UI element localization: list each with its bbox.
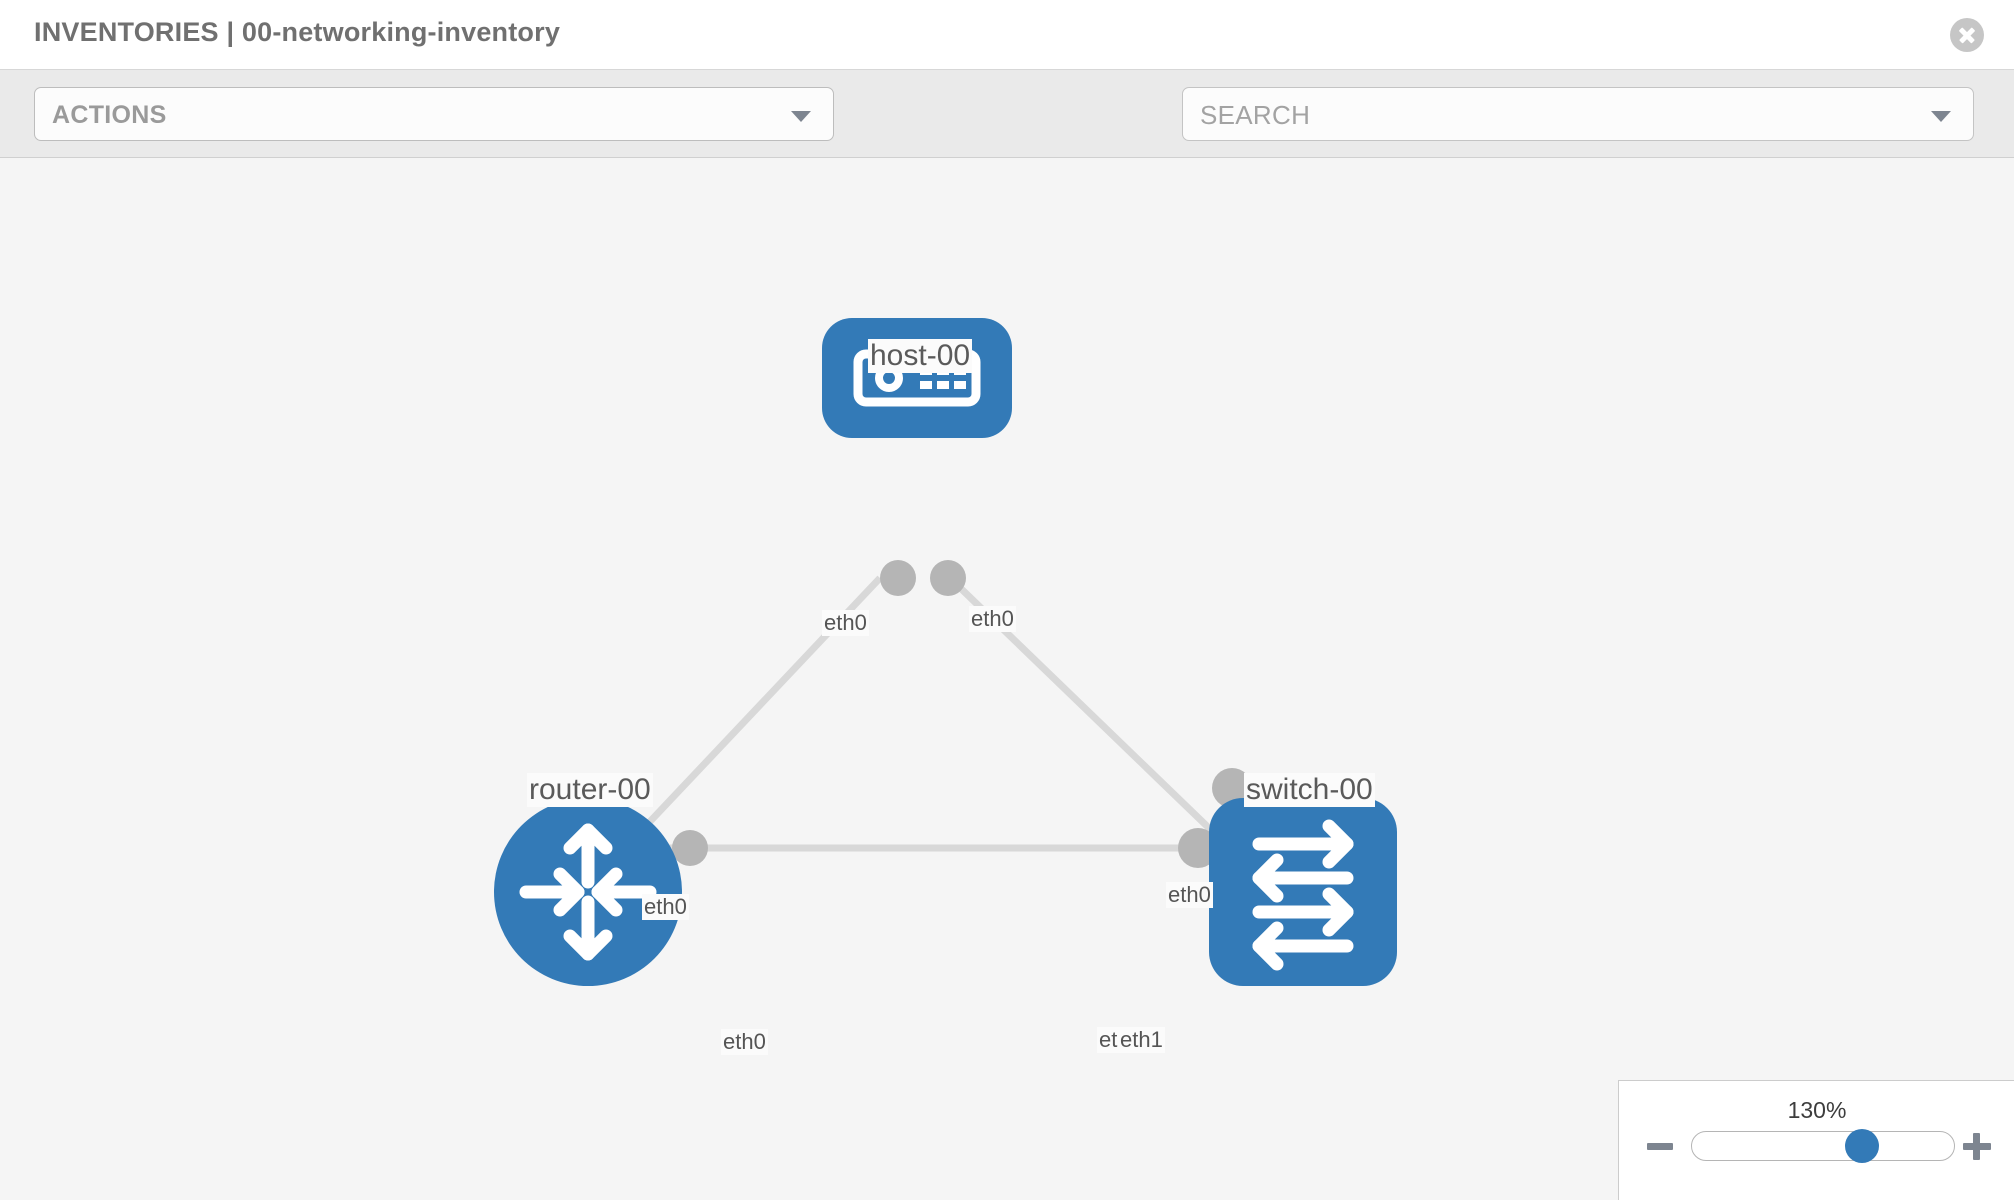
iface-label: eth0 [1166,882,1213,908]
zoom-in-button[interactable] [1962,1131,1992,1161]
search-input[interactable]: SEARCH [1182,87,1974,141]
router-icon [519,823,657,961]
switch-icon [1252,819,1354,971]
iface-label: eth0 [642,894,689,920]
port-host00-right [930,560,966,596]
topology-ports [672,560,1252,868]
zoom-control-panel: 130% [1618,1080,2014,1200]
port-switch00-left [1178,828,1218,868]
page-header: INVENTORIES | 00-networking-inventory [0,0,2014,70]
actions-dropdown-label: ACTIONS [52,101,167,129]
search-placeholder: SEARCH [1200,100,1311,130]
chevron-down-icon [791,111,811,122]
node-label-host-00: host-00 [868,339,973,373]
actions-dropdown[interactable]: ACTIONS [34,87,834,141]
topology-edges [622,575,1243,861]
topology-canvas[interactable]: host-00 router-00 switch-00 eth0 eth0 et… [0,158,2014,1200]
node-router-00 [494,798,682,986]
node-label-router-00: router-00 [527,773,653,807]
search-chevron-down-icon [1931,111,1951,122]
port-router00-right [672,830,708,866]
iface-label: eth0 [969,606,1016,632]
zoom-level-label: 130% [1787,1097,1847,1123]
zoom-slider-track[interactable] [1691,1131,1955,1161]
node-host-00 [822,318,1012,438]
iface-label: eth0 [721,1029,768,1055]
page-title: INVENTORIES | 00-networking-inventory [34,17,561,47]
zoom-slider-thumb[interactable] [1845,1129,1879,1163]
toolbar: ACTIONS SEARCH [0,70,2014,197]
topology-graph [494,318,1397,986]
port-switch00-top [1212,768,1252,808]
iface-label: eth1 [1118,1027,1165,1053]
node-label-switch-00: switch-00 [1244,773,1375,807]
port-host00-left [880,560,916,596]
zoom-out-button[interactable] [1647,1143,1673,1150]
plus-icon-vertical [1973,1133,1980,1160]
node-switch-00 [1209,798,1397,986]
close-icon[interactable] [1950,18,1984,52]
iface-label: eth0 [822,610,869,636]
